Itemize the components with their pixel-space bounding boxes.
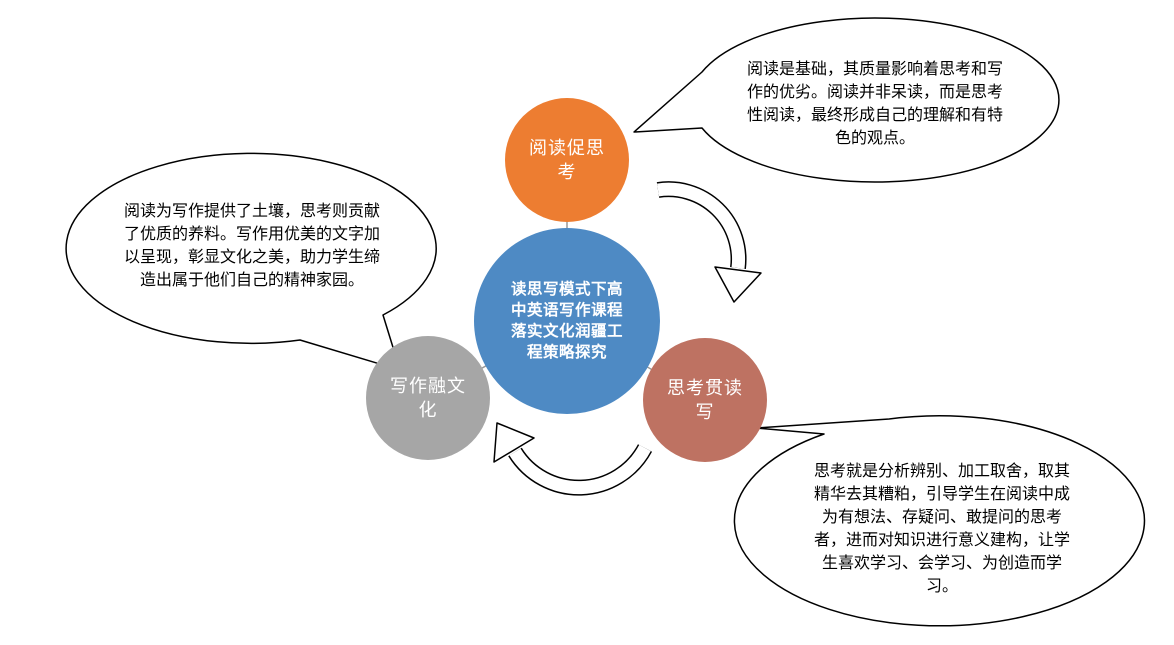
arrowhead-right: [714, 266, 762, 303]
callout-bubble-reading: [633, 17, 1060, 183]
callout-text-writing: 阅读为写作提供了土壤，思考则贡献了优质的养料。写作用优美的文字加以呈现，彰显文化…: [123, 203, 380, 289]
callout-bubble-writing: [65, 152, 437, 371]
callout-text-reading: 阅读是基础，其质量影响着思考和写作的优劣。阅读并非呆读，而是思考性阅读，最终形成…: [746, 61, 1003, 147]
node-thinking-label: 思考贯读写: [667, 378, 743, 422]
node-reading-circle: [505, 98, 629, 222]
callout-text-thinking: 思考就是分析辨别、加工取舍，取其精华去其糟粕，引导学生在阅读中成为有想法、存疑问…: [813, 463, 1070, 595]
node-reading-label: 阅读促思考: [529, 138, 605, 182]
node-writing-label: 写作融文化: [390, 376, 466, 420]
arrow-thinking-to-writing: [493, 422, 653, 496]
arrow-reading-to-thinking: [656, 181, 762, 303]
node-thinking-circle: [643, 338, 767, 462]
callout-bubble-thinking: [733, 415, 1146, 627]
node-writing-circle: [366, 336, 490, 460]
center-title: 读思写模式下高中英语写作课程落实文化润疆工程策略探究: [511, 281, 624, 361]
center-circle: [474, 228, 660, 414]
arrowhead-bottom: [493, 422, 535, 463]
